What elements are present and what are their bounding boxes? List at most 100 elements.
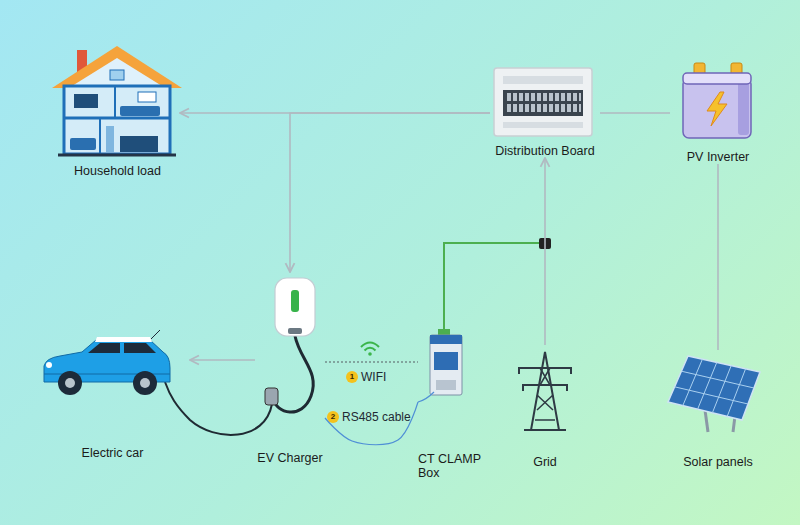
component-node: Distribution Board [490, 66, 600, 158]
inverter-battery-icon [738, 81, 749, 135]
component-node: Grid [510, 345, 580, 469]
component-label: CT CLAMP Box [418, 452, 482, 480]
house-icon [110, 70, 124, 80]
house-icon [99, 118, 101, 154]
car-icon [65, 378, 75, 388]
wifi-symbol [368, 352, 372, 356]
ct-clamp-icon [444, 243, 539, 331]
distribution-board-icon [494, 68, 592, 136]
connector [325, 361, 418, 362]
solar-panel-icon [668, 356, 760, 420]
component-label: Solar panels [668, 455, 768, 469]
grid-tower-icon [522, 384, 568, 386]
car-icon [44, 330, 170, 395]
car-icon [150, 330, 160, 340]
inverter-battery-icon [683, 73, 751, 84]
ev-charger-icon [291, 290, 299, 312]
component-node: CT CLAMP Box [418, 326, 482, 480]
label-stack: CT CLAMP Box [418, 452, 482, 480]
callout-number: 1 [346, 371, 358, 383]
grid-tower-icon [531, 352, 559, 430]
house-icon [120, 106, 160, 116]
grid-tower-icon [518, 352, 572, 430]
house-icon [52, 46, 182, 155]
connector-label: WIFI [361, 370, 386, 384]
ct-clamp-icon [434, 352, 458, 370]
car-icon [140, 378, 150, 388]
ev-charger-icon [288, 328, 302, 334]
label-stack: Household load [55, 164, 180, 178]
ct-clamp-icon [539, 238, 551, 249]
ct-clamp-icon [418, 392, 434, 402]
ct-clamp-icon [430, 335, 462, 395]
distribution-board-icon [503, 122, 583, 128]
component-label: Grid [510, 455, 580, 469]
ct-clamp-icon [430, 335, 462, 344]
component-label: Distribution Board [490, 144, 600, 158]
component-node: PV Inverter [670, 56, 766, 164]
component-label: Electric car [35, 446, 190, 460]
car-icon [133, 371, 157, 395]
distribution-board-icon [507, 93, 581, 112]
grid-tower-icon [519, 368, 571, 391]
label-stack: Grid [510, 455, 580, 469]
label-stack: Distribution Board [490, 144, 600, 158]
ct-clamp-icon [418, 238, 551, 402]
wifi-symbol [365, 348, 376, 351]
car-icon [58, 371, 82, 395]
component-label: PV Inverter [670, 150, 766, 164]
ev-charger-icon [273, 336, 313, 412]
connector [600, 112, 670, 114]
house-icon [120, 136, 158, 152]
connector [717, 164, 719, 350]
ct-clamp-icon [436, 380, 456, 390]
component-node: Solar panels [668, 350, 768, 469]
ev-charger-icon [265, 388, 278, 405]
house-icon [74, 94, 98, 108]
distribution-board-icon [494, 68, 592, 136]
component-node: Electric car [35, 330, 190, 460]
wifi-symbol [361, 343, 379, 348]
wifi-symbol [361, 343, 379, 356]
house-icon [58, 154, 176, 157]
component-label: EV Charger [255, 451, 325, 465]
connector [190, 359, 255, 361]
distribution-board-icon [503, 76, 583, 84]
connector-label: RS485 cable [342, 410, 411, 424]
inverter-battery-icon [683, 78, 751, 138]
component-node: Household load [55, 42, 180, 178]
label-stack: EV Charger [255, 451, 325, 465]
distribution-board-icon [503, 90, 583, 116]
component-node: EV Charger [255, 272, 325, 465]
callout-number: 2 [327, 411, 339, 423]
house-icon [64, 86, 170, 154]
ev-charger-icon [165, 278, 315, 435]
house-icon [114, 86, 116, 118]
house-icon [52, 46, 182, 88]
component-label: Household load [55, 164, 180, 178]
house-icon [106, 126, 114, 152]
house-icon [70, 138, 96, 150]
grid-tower-icon [524, 429, 566, 431]
connector [180, 112, 490, 114]
label-stack: Electric car [35, 446, 190, 460]
car-icon [46, 362, 52, 368]
label-stack: PV Inverter [670, 150, 766, 164]
car-icon [88, 343, 120, 353]
solar-panel-icon [668, 356, 760, 432]
connector [544, 158, 546, 345]
house-icon [64, 117, 170, 120]
grid-tower-icon [518, 367, 572, 369]
car-icon [124, 343, 156, 353]
connector [290, 113, 490, 272]
ev-charger-icon [165, 382, 272, 435]
solar-panel-icon [705, 410, 708, 432]
grid-tower-icon [535, 368, 555, 420]
car-icon [95, 337, 152, 342]
solar-panel-icon [675, 359, 754, 416]
house-icon [72, 58, 162, 86]
inverter-battery-icon [683, 63, 751, 138]
inverter-battery-icon [707, 92, 727, 126]
connector [325, 402, 418, 445]
